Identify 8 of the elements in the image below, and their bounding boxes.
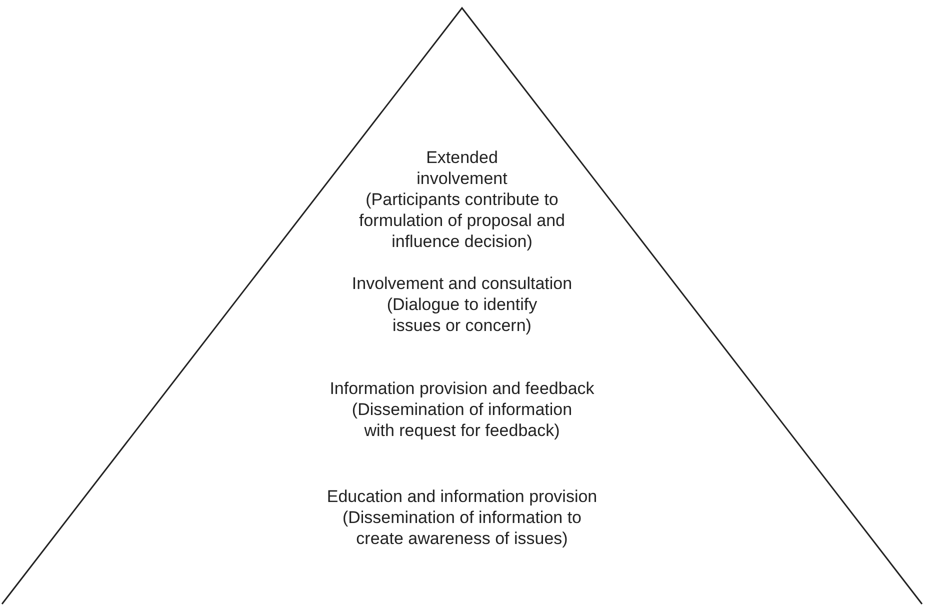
level-heading: Education and information provision bbox=[326, 486, 598, 507]
level-heading: Extended involvement bbox=[416, 147, 508, 189]
level-description: (Dissemination of information with request for feedback) bbox=[350, 399, 574, 441]
level-heading: Information provision and feedback bbox=[328, 378, 596, 399]
level-description: (Participants contribute to formulation of proposal and influence decision) bbox=[358, 189, 566, 252]
level-description: (Dialogue to identify issues or concern) bbox=[386, 294, 538, 336]
level-heading: Involvement and consultation bbox=[350, 273, 574, 294]
level-description: (Dissemination of information to create awareness of issues) bbox=[341, 507, 583, 549]
